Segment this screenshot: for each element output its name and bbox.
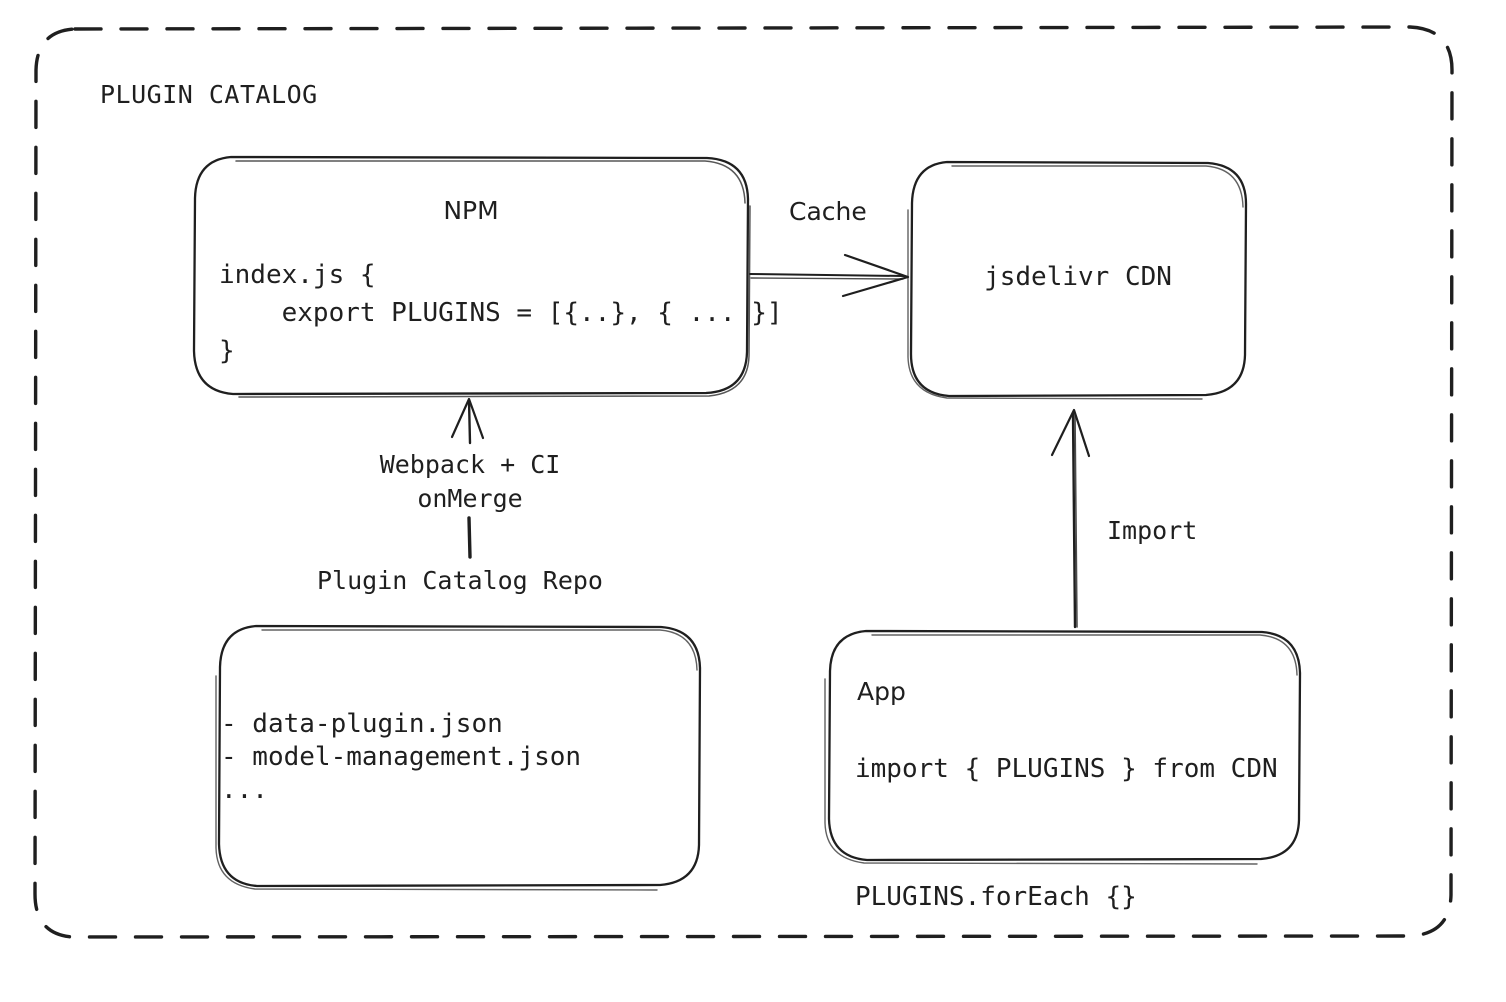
- webpack-arrow: [450, 397, 485, 559]
- app-code-block: import { PLUGINS } from CDN PLUGINS.forE…: [855, 754, 1278, 912]
- import-arrow: [1050, 408, 1091, 629]
- npm-box[interactable]: [192, 155, 751, 398]
- app-title: App: [857, 677, 906, 706]
- cdn-box[interactable]: [907, 160, 1248, 400]
- repo-box[interactable]: [215, 624, 702, 891]
- repo-file-list: - data-plugin.json - model-management.js…: [221, 709, 582, 805]
- group-title: PLUGIN CATALOG: [100, 80, 318, 109]
- cache-edge-label: Cache: [789, 197, 867, 226]
- group-boundary: [33, 25, 1454, 939]
- repo-caption: Plugin Catalog Repo: [317, 566, 603, 595]
- npm-code-block: index.js { export PLUGINS = [{..}, { ...…: [219, 260, 783, 366]
- npm-title: NPM: [443, 196, 499, 225]
- app-box[interactable]: [824, 629, 1302, 865]
- cdn-title: jsdelivr CDN: [984, 262, 1172, 292]
- cache-arrow: [749, 253, 910, 298]
- import-edge-label: Import: [1107, 516, 1198, 545]
- webpack-edge-label: Webpack + CI onMerge: [379, 450, 561, 513]
